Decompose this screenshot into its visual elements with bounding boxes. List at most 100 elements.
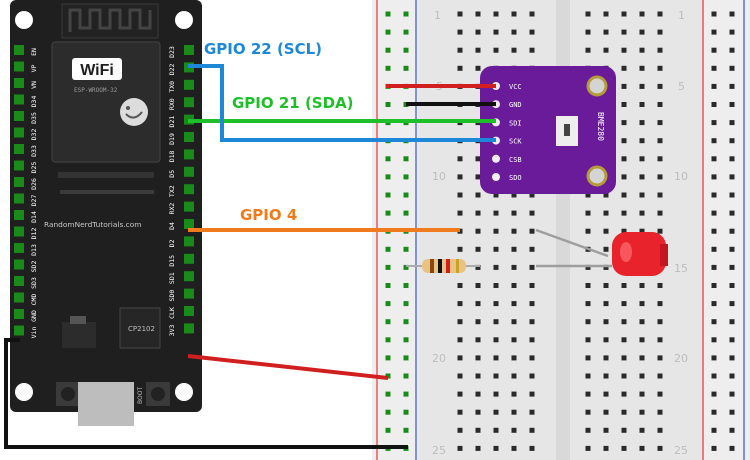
sensor-pin-label: SDI xyxy=(509,119,522,127)
3v3-wire xyxy=(187,354,389,380)
rail-hole xyxy=(403,319,409,325)
rail-hole xyxy=(403,373,409,379)
pin-pad xyxy=(14,94,24,105)
bb-hole xyxy=(457,156,463,162)
rail-hole xyxy=(729,264,735,270)
bb-hole xyxy=(475,427,481,433)
boot-button-label: BOOT xyxy=(137,387,144,404)
rail-hole xyxy=(711,210,717,216)
rail-hole xyxy=(711,301,717,307)
bb-hole xyxy=(639,355,645,361)
bb-hole xyxy=(493,246,499,252)
bb-hole xyxy=(621,192,627,198)
rail-hole xyxy=(729,337,735,343)
bb-hole xyxy=(493,264,499,270)
pin-label: TX2 xyxy=(168,185,176,197)
bb-hole xyxy=(621,83,627,89)
bb-hole xyxy=(621,210,627,216)
bb-hole xyxy=(457,391,463,397)
rail-hole xyxy=(729,156,735,162)
bb-hole xyxy=(457,11,463,17)
bb-hole xyxy=(475,246,481,252)
rail-hole xyxy=(385,65,391,71)
pin-pad xyxy=(14,160,24,171)
bb-hole xyxy=(493,355,499,361)
rail-hole xyxy=(729,65,735,71)
bb-hole xyxy=(603,373,609,379)
rail-hole xyxy=(711,228,717,234)
pin-pad xyxy=(184,184,194,195)
esp32-board: WiFi ESP-WROOM-32 ENVPVND34D35D32D33D25D… xyxy=(10,0,202,426)
rail-hole xyxy=(711,246,717,252)
scl-label: GPIO 22 (SCL) xyxy=(204,40,322,58)
pin-pad xyxy=(184,288,194,299)
bb-hole xyxy=(603,355,609,361)
rail-hole xyxy=(403,29,409,35)
bb-hole xyxy=(657,138,663,144)
rail-hole xyxy=(711,445,717,451)
pin-pad xyxy=(14,45,24,55)
bb-hole xyxy=(457,283,463,288)
rail-hole xyxy=(711,192,717,198)
pin-pad xyxy=(184,236,194,247)
rail-hole xyxy=(385,192,391,198)
bb-hole xyxy=(493,210,499,216)
pin-pad xyxy=(184,201,194,212)
bb-hole xyxy=(603,47,609,53)
rail-hole xyxy=(403,301,409,307)
rail-hole xyxy=(711,337,717,343)
rail-hole xyxy=(385,102,391,107)
pin-pad xyxy=(184,323,194,334)
pin-label: SD1 xyxy=(168,272,176,284)
pin-pad xyxy=(14,111,24,121)
bb-hole xyxy=(585,228,591,234)
rail-hole xyxy=(729,409,735,415)
bb-hole xyxy=(511,228,517,234)
rail-hole xyxy=(729,83,735,89)
bb-hole xyxy=(529,373,535,379)
pin-label: Vin xyxy=(30,327,38,339)
rail-hole xyxy=(729,283,735,288)
bb-hole xyxy=(621,47,627,53)
pin-pad xyxy=(184,79,194,90)
bb-hole xyxy=(585,29,591,35)
bb-hole xyxy=(511,264,517,270)
rail-hole xyxy=(403,409,409,415)
mount-hole-icon xyxy=(15,383,33,401)
pin-label: EN xyxy=(30,48,38,56)
row-number: 5 xyxy=(678,80,685,93)
bb-hole xyxy=(639,156,645,162)
bb-hole xyxy=(621,337,627,343)
bb-hole xyxy=(639,138,645,144)
sda-label: GPIO 21 (SDA) xyxy=(232,94,354,112)
pin-label: D4 xyxy=(168,222,176,230)
rail-hole xyxy=(385,301,391,307)
bb-hole xyxy=(657,228,663,234)
rail-hole xyxy=(403,174,409,180)
bb-hole xyxy=(657,319,663,325)
row-number: 20 xyxy=(432,352,446,365)
pin-pad xyxy=(184,271,194,282)
bb-hole xyxy=(511,373,517,379)
pin-label: D21 xyxy=(168,116,176,128)
bb-hole xyxy=(639,445,645,451)
bb-hole xyxy=(657,192,663,198)
rail-hole xyxy=(711,174,717,180)
row-number: 20 xyxy=(674,352,688,365)
bb-hole xyxy=(585,192,591,198)
bb-hole xyxy=(621,120,627,126)
pin-label: CLK xyxy=(168,307,176,319)
bb-hole xyxy=(603,319,609,325)
resistor xyxy=(406,259,480,273)
rail-hole xyxy=(711,65,717,71)
bb-hole xyxy=(657,409,663,415)
pin-pad xyxy=(184,149,194,160)
bb-hole xyxy=(457,210,463,216)
pin-pad xyxy=(14,226,24,237)
mount-hole-icon xyxy=(15,11,33,29)
rail-hole xyxy=(711,138,717,144)
pin-pad xyxy=(184,306,194,316)
wifi-logo-text: WiFi xyxy=(80,62,114,79)
bb-hole xyxy=(657,47,663,53)
ground-wire xyxy=(4,338,408,449)
